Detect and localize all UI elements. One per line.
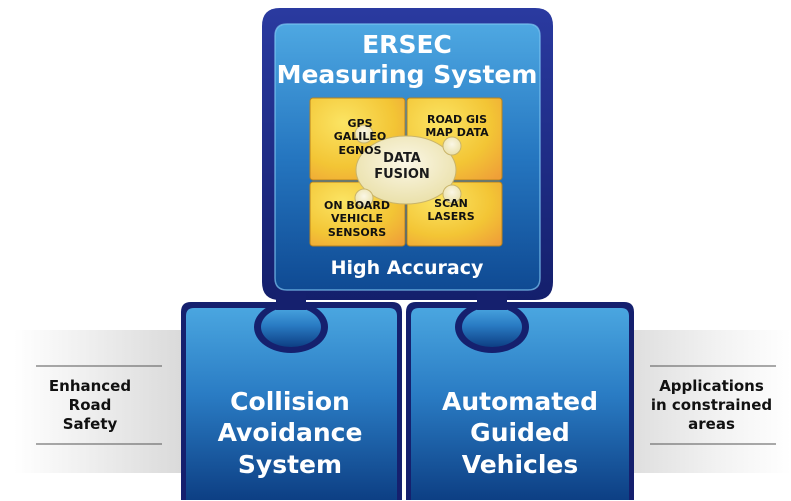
collision-block (186, 308, 397, 500)
puzzle-scan-line1: SCAN (434, 197, 468, 210)
puzzle-label-gps: GPS GALILEO EGNOS (322, 117, 398, 157)
left-side-panel (14, 330, 186, 473)
data-fusion-line2: FUSION (374, 166, 430, 182)
puzzle (309, 97, 503, 247)
puzzle-gps-line3: EGNOS (338, 143, 382, 157)
applications-label: Applications in constrained areas (632, 377, 791, 434)
puzzle-label-scan: SCAN LASERS (418, 197, 484, 224)
side-right-line2: in constrained (650, 396, 773, 415)
automated-guided-label: Automated Guided Vehicles (410, 386, 630, 480)
side-right-line1: Applications (659, 377, 764, 395)
puzzle-knob-onboard (354, 188, 374, 208)
collision-avoidance-label: Collision Avoidance System (185, 386, 395, 480)
collision-line2: Avoidance (217, 418, 363, 448)
system-title-line1: ERSEC (362, 30, 452, 59)
puzzle-knob-scan (442, 184, 462, 204)
puzzle-onboard-line1: ON BOARD (324, 199, 390, 212)
side-left-line3: Safety (62, 415, 118, 434)
high-accuracy-label: High Accuracy (330, 257, 484, 279)
system-inner-highlight (274, 23, 541, 291)
automated-line1: Automated (442, 387, 598, 416)
puzzle-road-line1: ROAD GIS (426, 113, 488, 126)
puzzle-label-road: ROAD GIS MAP DATA (415, 113, 499, 140)
puzzle-gps-line2: GALILEO (333, 130, 387, 144)
right-connector-knob-face (462, 307, 522, 347)
automated-block (411, 308, 629, 500)
data-fusion-line1: DATA (383, 151, 421, 166)
data-fusion-label: DATA FUSION (352, 151, 452, 182)
puzzle-onboard-line2: VEHICLE (331, 212, 383, 226)
collision-line1: Collision (230, 387, 350, 416)
automated-line3: Vehicles (461, 449, 579, 479)
right-side-panel (608, 330, 791, 473)
collision-line3: System (237, 449, 343, 479)
puzzle-scan-line2: LASERS (427, 210, 475, 224)
system-title-line2: Measuring System (276, 60, 538, 89)
enhanced-road-safety-label: Enhanced Road Safety (30, 377, 150, 434)
puzzle-road-line2: MAP DATA (425, 126, 489, 140)
side-left-line1: Enhanced (48, 377, 132, 395)
automated-line2: Guided (470, 418, 570, 448)
side-right-line3: areas (688, 415, 735, 434)
puzzle-onboard-line3: SENSORS (327, 225, 387, 239)
side-left-line2: Road (68, 396, 112, 415)
left-connector-knob-face (261, 307, 321, 347)
puzzle-label-onboard: ON BOARD VEHICLE SENSORS (312, 199, 402, 239)
puzzle-gps-line1: GPS (347, 117, 373, 130)
data-fusion-disc (355, 135, 457, 205)
puzzle-knob-road (442, 136, 462, 156)
puzzle-knob-gps (354, 124, 374, 144)
